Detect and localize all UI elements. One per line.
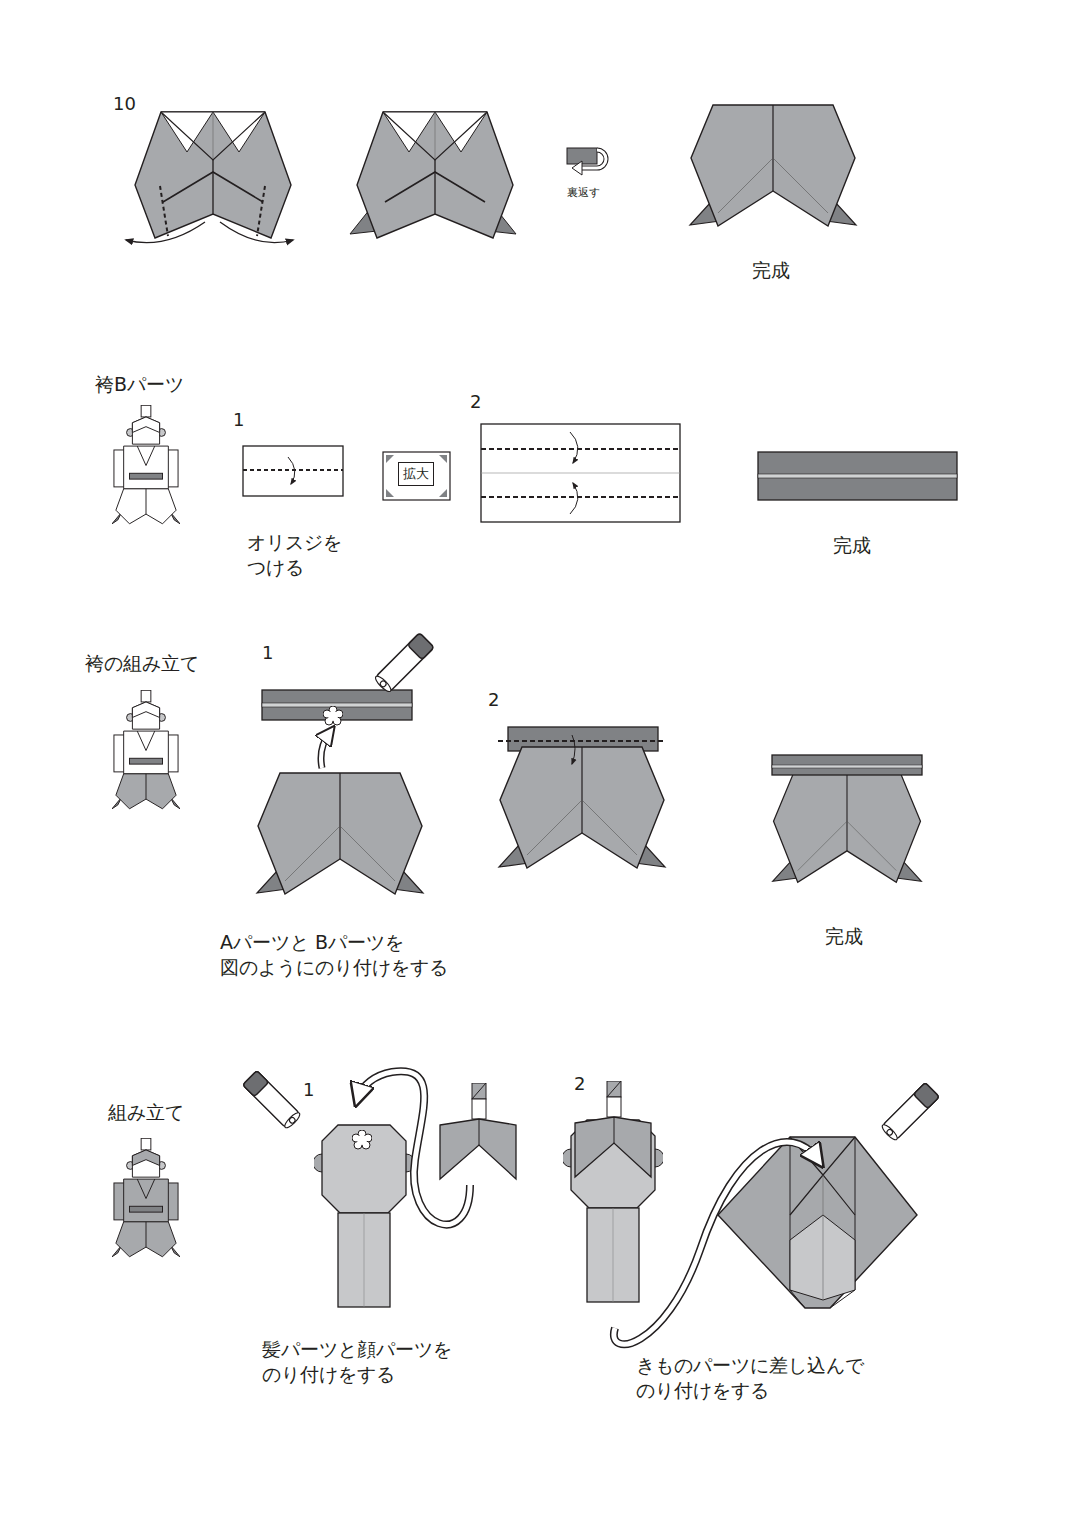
caption: 完成	[825, 924, 863, 949]
part-title: 組み立て	[108, 1100, 184, 1125]
step-number: 2	[574, 1072, 585, 1095]
zoom-icon-box: 拡大	[398, 462, 434, 486]
instruction-text: 髪パーツと顔パーツを のり付けをする	[262, 1337, 487, 1386]
instruction-text: オリスジを つける	[247, 530, 362, 579]
part-title: 袴Bパーツ	[95, 372, 184, 397]
instruction-text: Aパーツと Bパーツを 図のようにのり付けをする	[220, 930, 485, 979]
step-number: 1	[262, 641, 273, 664]
step-number: 10	[113, 92, 136, 115]
step-number: 1	[233, 408, 244, 431]
instruction-text: きものパーツに差し込んで のり付けをする	[636, 1353, 891, 1402]
caption: 完成	[833, 533, 871, 558]
caption: 完成	[752, 258, 790, 283]
step-number: 2	[470, 390, 481, 413]
flip-label: 裏返す	[567, 186, 600, 200]
step-number: 2	[488, 688, 499, 711]
part-title: 袴の組み立て	[85, 651, 199, 676]
zoom-label: 拡大	[403, 465, 429, 483]
step-number: 1	[303, 1078, 314, 1101]
